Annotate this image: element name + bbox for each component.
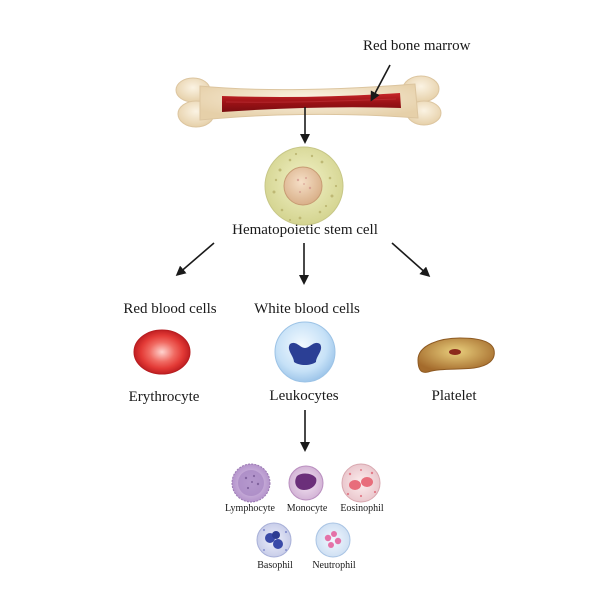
lymphocyte-cell xyxy=(231,463,271,503)
neutrophil-cell xyxy=(315,522,351,558)
platelet-granule xyxy=(449,349,461,355)
label-erythrocyte: Erythrocyte xyxy=(129,389,200,405)
label-platelet: Platelet xyxy=(432,388,478,404)
arrow-to-platelet xyxy=(391,242,431,277)
basophil-cell xyxy=(256,522,292,558)
label-red-bone-marrow: Red bone marrow xyxy=(363,38,471,54)
hematopoietic-stem-cell xyxy=(264,146,344,226)
label-white-blood-cells: White blood cells xyxy=(254,301,360,317)
label-eosinophil: Eosinophil xyxy=(340,503,384,514)
label-stem-cell: Hematopoietic stem cell xyxy=(232,222,378,238)
monocyte-nucleus xyxy=(295,473,317,490)
erythrocyte-cell xyxy=(133,329,191,375)
leukocyte-nucleus xyxy=(288,342,322,365)
arrow-to-red-cells xyxy=(175,242,215,276)
label-basophil: Basophil xyxy=(257,560,293,571)
label-leukocytes: Leukocytes xyxy=(269,388,338,404)
eosinophil-cell xyxy=(341,463,381,503)
label-red-blood-cells: Red blood cells xyxy=(123,301,216,317)
label-neutrophil: Neutrophil xyxy=(312,560,356,571)
leukocyte-cell xyxy=(274,321,336,383)
platelet-cell xyxy=(417,337,495,373)
marrow-pointer-arrow xyxy=(370,64,391,102)
red-bone-marrow xyxy=(222,93,401,112)
label-lymphocyte: Lymphocyte xyxy=(225,503,276,514)
monocyte-cell xyxy=(288,465,324,501)
bone-illustration xyxy=(175,75,442,128)
label-monocyte: Monocyte xyxy=(287,503,328,514)
